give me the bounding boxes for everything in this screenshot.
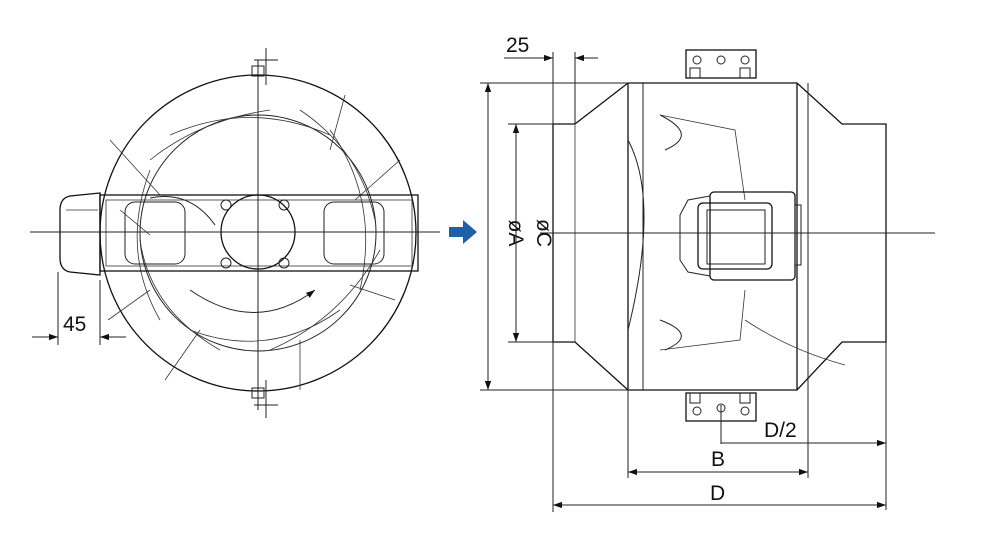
- dimension-inner-diameter: øC: [508, 123, 555, 343]
- dimension-half-length: D/2: [721, 342, 887, 510]
- terminal-box: [59, 192, 101, 276]
- inlet-curve: [627, 139, 645, 331]
- top-bolt: [251, 48, 278, 85]
- housing-profile: [552, 82, 887, 391]
- rotation-arrow: [189, 289, 316, 313]
- motor-terminal: [697, 202, 773, 270]
- motor-body: [709, 191, 796, 281]
- right-slot: [323, 201, 385, 265]
- label-inner-diameter: øC: [532, 219, 555, 247]
- front-view: 45: [30, 48, 440, 418]
- motor-cable: [149, 196, 216, 226]
- label-body-length: B: [711, 448, 725, 471]
- label-half-length: D/2: [764, 419, 797, 442]
- label-45: 45: [63, 313, 86, 336]
- dimension-total-length: D: [552, 342, 886, 512]
- dimension-25: 25: [504, 34, 598, 124]
- impeller-blades: [107, 94, 401, 390]
- left-slot: [124, 201, 186, 265]
- dimension-45: 45: [32, 272, 126, 345]
- right-arrow-icon: [449, 220, 477, 244]
- label-25: 25: [506, 34, 529, 57]
- top-bracket: [685, 49, 757, 79]
- side-view: øA øC 25 D/2 B: [480, 34, 935, 512]
- label-total-length: D: [710, 482, 725, 505]
- bottom-bolt: [251, 380, 278, 418]
- dimension-body-length: B: [627, 390, 809, 478]
